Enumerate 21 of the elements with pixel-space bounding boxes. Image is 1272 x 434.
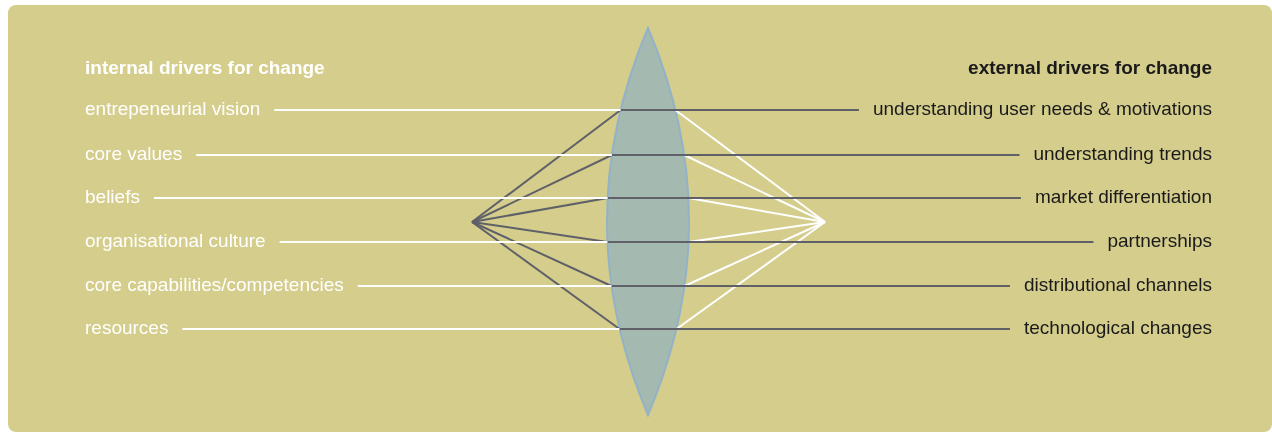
connector-line	[610, 154, 1021, 156]
driver-label: organisational culture	[85, 229, 266, 253]
driver-label: entrepeneurial vision	[85, 97, 261, 121]
driver-label: distributional channels	[1024, 273, 1212, 297]
driver-label: understanding user needs & motivations	[872, 97, 1212, 121]
driver-label: resources	[85, 316, 169, 340]
driver-label: partnerships	[1107, 229, 1212, 253]
connector-line	[619, 109, 860, 111]
connector-line	[606, 241, 1095, 243]
connector-line	[606, 197, 1022, 199]
driver-label: technological changes	[1023, 316, 1212, 340]
lens-shape	[607, 28, 689, 415]
connector-line	[610, 285, 1011, 287]
driver-label: market differentiation	[1034, 185, 1212, 209]
connector-line	[618, 328, 1011, 330]
column-heading: external drivers for change	[968, 56, 1212, 80]
driver-label: core values	[85, 142, 183, 166]
driver-label: core capabilities/competencies	[85, 273, 344, 297]
column-heading: internal drivers for change	[85, 56, 325, 80]
driver-label: beliefs	[85, 185, 140, 209]
driver-label: understanding trends	[1033, 142, 1212, 166]
